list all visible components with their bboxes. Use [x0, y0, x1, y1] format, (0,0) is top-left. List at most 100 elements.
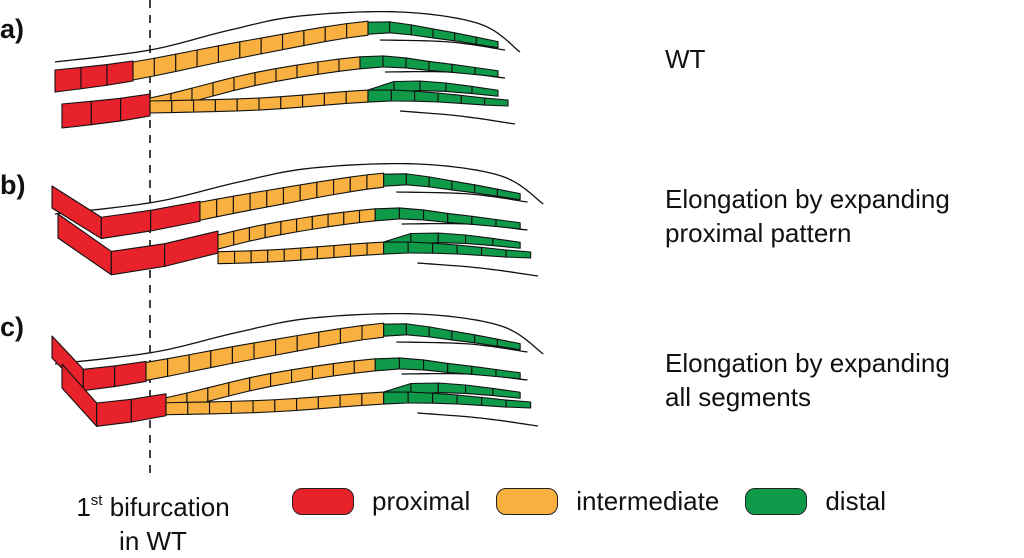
- segment: [283, 247, 302, 262]
- segment: [481, 246, 507, 258]
- segment: [250, 249, 269, 264]
- segment: [230, 400, 254, 414]
- segment: [54, 66, 82, 93]
- segment: [451, 63, 476, 76]
- segment: [495, 368, 521, 380]
- segment: [275, 335, 298, 356]
- segment: [405, 323, 430, 338]
- segment: [492, 237, 521, 249]
- segment: [339, 392, 363, 408]
- segment: [432, 28, 456, 42]
- distal-segments: [383, 391, 532, 409]
- segment: [214, 98, 238, 113]
- segment: [465, 234, 494, 247]
- intermediate-segments: [165, 358, 376, 413]
- legend: proximal intermediate distal: [292, 486, 912, 517]
- fin-outline: [396, 341, 528, 353]
- segment: [345, 89, 369, 105]
- segment: [199, 198, 218, 221]
- segment: [474, 66, 499, 78]
- segment: [374, 357, 400, 372]
- fin-outline: [54, 10, 521, 63]
- segment: [333, 243, 352, 259]
- segment: [299, 181, 318, 202]
- description-line: Elongation by expanding: [665, 184, 950, 214]
- intermediate-segments: [199, 172, 385, 221]
- segment: [390, 89, 416, 102]
- bifurcation-text: bifurcation: [102, 492, 230, 522]
- distal-segments: [374, 207, 521, 230]
- segment: [208, 400, 232, 415]
- segment: [495, 218, 521, 230]
- segment: [239, 37, 262, 59]
- segment: [423, 359, 449, 373]
- segment: [120, 93, 151, 122]
- segment: [149, 99, 173, 114]
- segment: [324, 23, 348, 43]
- segment: [353, 358, 376, 374]
- segment: [346, 20, 369, 39]
- segment: [367, 89, 392, 103]
- segment: [367, 21, 391, 35]
- segment: [145, 358, 169, 382]
- segment: [132, 57, 155, 81]
- segment: [253, 338, 277, 360]
- segment: [316, 178, 335, 199]
- panel-label-a: a): [0, 14, 25, 44]
- distal-segments: [383, 241, 532, 259]
- segment: [228, 377, 251, 397]
- segment: [80, 64, 108, 90]
- distal-segments: [383, 323, 521, 351]
- segment: [280, 218, 298, 236]
- distal-swatch: [745, 488, 808, 515]
- segment: [280, 94, 304, 110]
- intermediate-segments: [149, 56, 361, 113]
- segment: [456, 394, 483, 406]
- segment: [428, 176, 453, 191]
- segment: [233, 226, 250, 246]
- segment: [423, 209, 449, 223]
- intermediate-segments: [165, 391, 385, 416]
- panel-label-c: c): [0, 312, 25, 342]
- segment: [175, 49, 198, 73]
- segment: [249, 189, 268, 211]
- segment: [311, 213, 329, 230]
- segment: [188, 350, 212, 373]
- distal-segments: [383, 382, 521, 405]
- segment: [187, 401, 211, 415]
- segment: [252, 399, 276, 414]
- segment: [232, 192, 251, 214]
- segment: [361, 391, 385, 406]
- segment: [110, 243, 166, 276]
- segment: [302, 92, 325, 108]
- segment: [407, 241, 434, 254]
- segment: [338, 56, 361, 72]
- segment: [296, 396, 319, 411]
- segment: [383, 391, 409, 405]
- segment: [114, 360, 147, 388]
- segment: [275, 64, 298, 82]
- segment: [492, 387, 521, 399]
- segment: [471, 365, 497, 378]
- segment: [296, 331, 320, 352]
- fin-outline: [399, 110, 516, 125]
- segment: [82, 365, 116, 392]
- bifurcation-label: 1st bifurcation in WT: [58, 484, 248, 558]
- segment: [266, 187, 285, 208]
- intermediate-segments: [145, 322, 385, 382]
- segment: [100, 209, 152, 240]
- segment: [460, 94, 486, 106]
- panel-c-diagram: [51, 312, 544, 427]
- distal-segments: [359, 55, 499, 78]
- segment: [317, 394, 341, 410]
- description-line: proximal pattern: [665, 218, 852, 248]
- segment: [281, 29, 305, 51]
- segment: [432, 242, 458, 255]
- fin-outline: [417, 262, 539, 277]
- segment: [496, 188, 521, 201]
- legend-label: proximal: [372, 486, 471, 516]
- segment: [471, 85, 499, 97]
- segment: [311, 363, 334, 380]
- segment: [167, 354, 190, 377]
- segment: [164, 230, 219, 267]
